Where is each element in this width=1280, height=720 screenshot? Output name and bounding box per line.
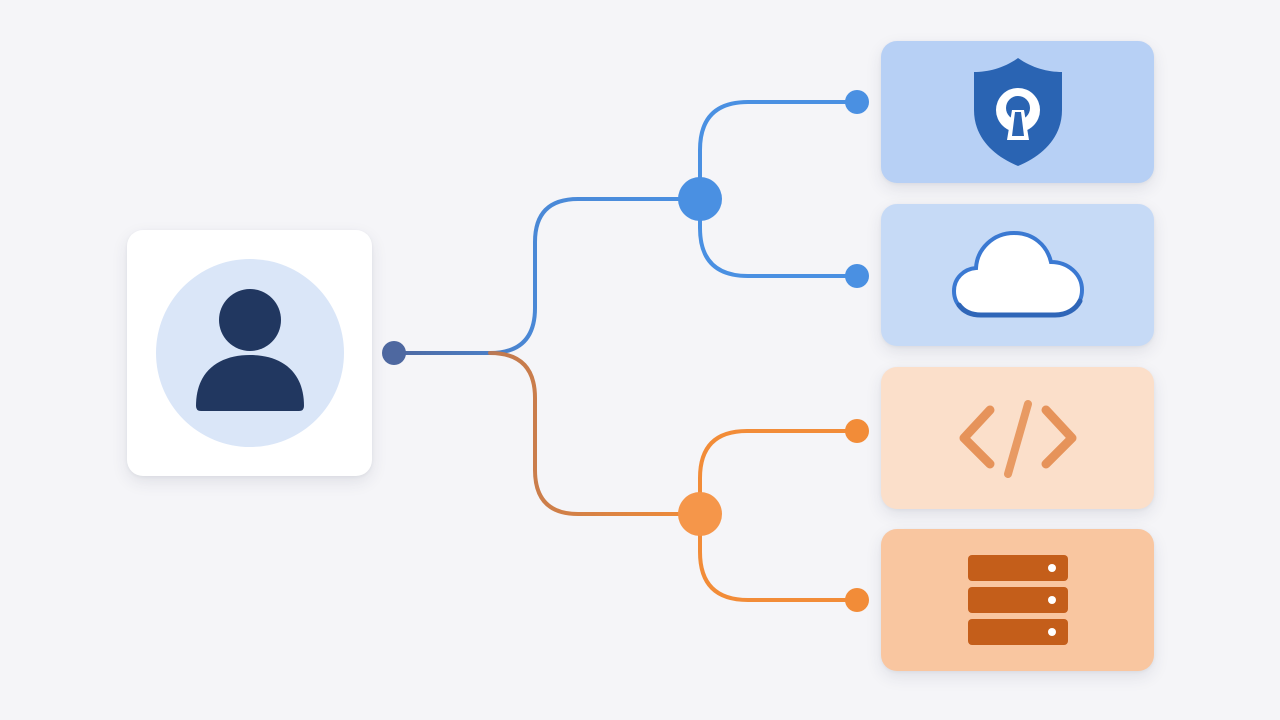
server-card[interactable] xyxy=(881,529,1154,671)
endpoint-node-cloud xyxy=(845,264,869,288)
connector-to-cloud xyxy=(698,197,859,278)
code-card[interactable] xyxy=(881,367,1154,509)
connector-upper-branch xyxy=(392,197,702,355)
cloud-card[interactable] xyxy=(881,204,1154,346)
endpoint-node-security xyxy=(845,90,869,114)
junction-node-orange xyxy=(678,492,722,536)
junction-node-blue xyxy=(678,177,722,221)
endpoint-node-code xyxy=(845,419,869,443)
connector-to-code xyxy=(698,429,859,516)
endpoint-node-server xyxy=(845,588,869,612)
connector-lower-branch xyxy=(488,351,702,516)
connector-to-server xyxy=(698,512,859,602)
cloud-icon xyxy=(951,230,1084,318)
connector-to-security xyxy=(698,100,859,201)
user-icon xyxy=(155,259,344,447)
user-card[interactable] xyxy=(127,230,372,476)
server-icon xyxy=(967,555,1068,645)
code-icon xyxy=(959,400,1076,478)
security-card[interactable] xyxy=(881,41,1154,183)
source-node xyxy=(382,341,406,365)
shield-keyhole-icon xyxy=(973,58,1062,166)
